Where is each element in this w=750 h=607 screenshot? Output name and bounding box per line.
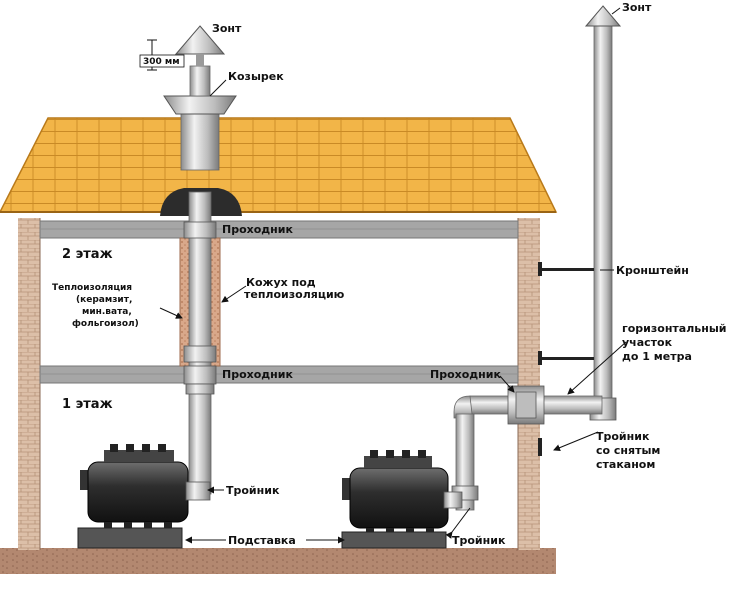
- label-floor-1: 1 этаж: [62, 397, 113, 412]
- label-teplo-line4: фольгоизол): [72, 319, 139, 329]
- label-troinik-right: Тройник: [452, 534, 506, 547]
- label-kronshtein: Кронштейн: [616, 264, 689, 277]
- label-teplo-line3: мин.вата,: [82, 307, 132, 317]
- label-teplo-line2: (керамзит,: [76, 295, 132, 305]
- label-kozhukh-line1: Кожух под: [246, 276, 316, 289]
- roof-chimney-stack: [180, 107, 220, 171]
- label-floor-2: 2 этаж: [62, 247, 113, 262]
- label-prokhodnik-mid: Проходник: [222, 368, 293, 381]
- label-troinik-snyat-line1: Тройник: [596, 430, 650, 443]
- label-dimension: 300 мм: [143, 57, 180, 67]
- label-gor-line1: горизонтальный: [622, 322, 727, 335]
- bracket-middle: [540, 357, 594, 360]
- label-kozhukh-line2: теплоизоляцию: [244, 288, 345, 301]
- right-umbrella-cap: [584, 5, 622, 27]
- right-brick-wall: [518, 218, 540, 550]
- label-gor-line3: до 1 метра: [622, 350, 692, 363]
- roof: [0, 117, 558, 213]
- label-kozyrek: Козырек: [228, 70, 284, 83]
- label-gor-line2: участок: [622, 336, 673, 349]
- left-brick-wall: [18, 218, 40, 550]
- middle-floor-slab: [39, 365, 519, 384]
- label-zont-right: Зонт: [622, 1, 652, 14]
- left-stove: [77, 444, 211, 549]
- ground-strip: [0, 548, 556, 574]
- right-stove: [341, 450, 463, 549]
- kozyrek-cone: [163, 95, 237, 115]
- label-prokhodnik-right: Проходник: [430, 368, 501, 381]
- bracket-upper: [540, 268, 594, 271]
- label-troinik-snyat-line3: стаканом: [596, 458, 655, 471]
- label-troinik-left: Тройник: [226, 484, 280, 497]
- label-zont-left: Зонт: [212, 22, 242, 35]
- label-podstavka: Подставка: [228, 534, 296, 547]
- label-teplo-line1: Теплоизоляция: [52, 283, 132, 293]
- label-troinik-snyat-line2: со снятым: [596, 444, 660, 457]
- label-prokhodnik-top: Проходник: [222, 223, 293, 236]
- upper-floor-slab: [39, 220, 519, 239]
- watermark-avito: Avito: [694, 585, 729, 599]
- dimension-box: [139, 54, 185, 68]
